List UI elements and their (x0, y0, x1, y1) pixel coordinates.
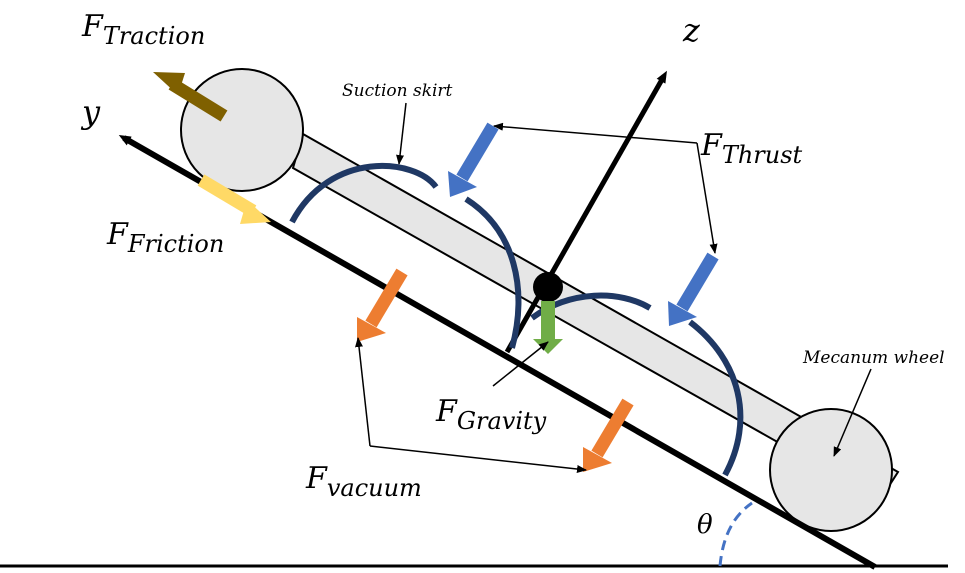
vacuum-arrow-head-1 (357, 317, 386, 342)
vacuum-arrow-shaft-1 (365, 268, 408, 328)
gravity-arrow-head (533, 339, 563, 354)
thrust-leader-1 (493, 122, 698, 144)
suction-skirt-leader (396, 102, 407, 165)
force-friction-label: FFriction (106, 217, 224, 258)
suction-skirt-left-lower (464, 196, 522, 349)
force-traction-label: FTraction (81, 9, 205, 50)
mecanum-wheel-label: Mecanum wheel (802, 348, 945, 368)
mecanum-wheel-top (180, 68, 304, 192)
force-gravity-label: FGravity (435, 394, 547, 435)
center-of-mass (533, 272, 563, 302)
theta-label: θ (697, 510, 713, 540)
thrust-arrow-head-2 (668, 301, 697, 326)
gravity-leader (492, 341, 549, 387)
mecanum-wheel-bottom (769, 408, 893, 532)
vacuum-leader-left (355, 337, 371, 447)
mecanum-wheel-leader (833, 368, 872, 457)
vacuum-arrow-head-2 (583, 447, 612, 472)
z-axis (504, 70, 667, 354)
thrust-arrow-shaft-2 (676, 252, 719, 312)
friction-arrow-head (240, 200, 271, 224)
force-thrust-label: FThrust (700, 128, 803, 169)
suction-skirt-left (289, 163, 439, 224)
theta-arc (718, 501, 753, 567)
friction-arrow-shaft (197, 174, 257, 217)
vacuum-arrow-shaft-2 (591, 398, 634, 458)
thrust-leader-2 (696, 142, 718, 254)
suction-skirt-label: Suction skirt (342, 81, 453, 101)
suction-skirt-right-lower (688, 319, 744, 477)
y-axis-label: y (80, 93, 101, 131)
force-vacuum-label: Fvacuum (305, 461, 422, 502)
z-axis-label: z (682, 11, 701, 49)
traction-arrow-shaft (168, 78, 228, 122)
gravity-arrow-shaft (541, 301, 555, 339)
vacuum-leader-right (369, 445, 587, 473)
thrust-arrow-head-1 (448, 171, 477, 197)
thrust-arrow-shaft-1 (456, 122, 499, 182)
traction-arrow-head (153, 72, 185, 95)
